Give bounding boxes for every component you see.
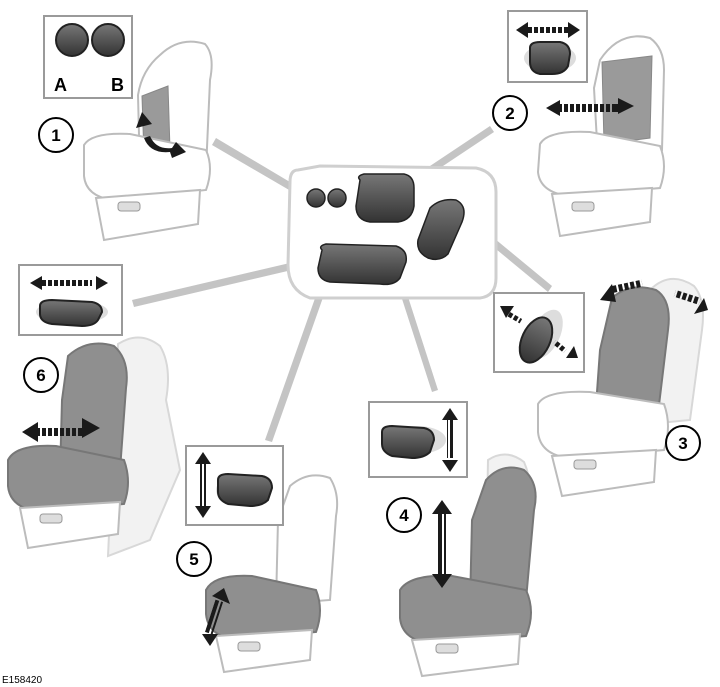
lumbar-arrow-shaft: [528, 27, 568, 33]
cushion-height-switch-inset-4: [368, 401, 468, 478]
fore-aft-switch-knob: [39, 298, 104, 328]
height-switch-knob: [381, 424, 436, 460]
seat-arrow: [546, 98, 634, 116]
lumbar-arrow-left: [516, 22, 528, 38]
callout-label-5: 5: [189, 550, 198, 569]
callout-label-3: 3: [678, 434, 687, 453]
height-arrow-down: [442, 460, 458, 472]
seat-side-switch: [571, 201, 595, 212]
height-arrow-shaft: [447, 420, 453, 458]
backrest-arrow-up: [500, 306, 514, 318]
callout-label-2: 2: [505, 104, 514, 123]
pointer-line-1: [212, 138, 300, 194]
central-control-panel: [286, 164, 498, 300]
seat-illustration-6: [7, 336, 182, 558]
seat-backrest-highlight: [468, 466, 537, 608]
backrest-arrow-up-shaft: [507, 312, 523, 324]
callout-label-1: 1: [51, 126, 60, 145]
tilt-arrow-shaft: [200, 464, 206, 506]
backrest-arrow-down: [566, 346, 578, 358]
callout-2: 2: [492, 95, 528, 131]
memory-label-b: B: [111, 75, 124, 95]
seat-base: [94, 188, 202, 242]
callouts: 1 2 3 4 5 6: [23, 95, 701, 577]
backrest-switch[interactable]: [416, 198, 465, 261]
callout-4: 4: [386, 497, 422, 533]
seat-illustration-5: [202, 474, 339, 674]
tilt-arrow-up: [195, 452, 211, 464]
memory-button-b[interactable]: [327, 188, 347, 208]
seat-backrest-highlight: [58, 342, 128, 478]
pointer-line-5: [265, 270, 332, 442]
lumbar-switch-knob: [529, 41, 572, 75]
callout-label-4: 4: [399, 506, 409, 525]
fore-aft-arrow-right: [96, 276, 108, 290]
lumbar-switch-inset: [507, 10, 588, 83]
seat-lumbar-highlight: [601, 55, 653, 145]
seat-base: [550, 186, 654, 238]
memory-button-a[interactable]: [306, 188, 326, 208]
lumbar-switch[interactable]: [355, 173, 415, 223]
seat-cushion: [537, 390, 669, 460]
callout-5: 5: [176, 541, 212, 577]
seat-base: [410, 632, 522, 678]
seat-arrow: [136, 112, 186, 158]
seat-cushion: [536, 130, 665, 198]
seat-backrest: [274, 474, 339, 606]
seat-cushion-highlight: [7, 444, 129, 514]
figure-reference-code: E158420: [2, 675, 42, 686]
seat-side-switch: [237, 641, 261, 652]
seat-side-switch: [435, 643, 459, 654]
seat-side-switch: [573, 459, 597, 470]
lumbar-arrow-right: [568, 22, 580, 38]
tilt-switch-knob: [217, 472, 274, 508]
memory-knob-a: [55, 23, 89, 57]
seat-arrow: [202, 588, 230, 646]
cushion-tilt-switch-inset-5: [185, 445, 284, 526]
callout-label-6: 6: [36, 366, 45, 385]
seat-base: [550, 448, 658, 498]
cushion-fore-aft-switch-inset-6: [18, 264, 123, 336]
seat-side-switch: [39, 513, 63, 524]
seat-arrow: [600, 279, 708, 314]
seat-arrow: [22, 418, 100, 442]
height-arrow-up: [442, 408, 458, 420]
seat-illustration-1: [83, 40, 213, 242]
callout-1: 1: [38, 117, 74, 153]
fore-aft-arrow-left: [30, 276, 42, 290]
callout-3: 3: [665, 425, 701, 461]
memory-buttons-inset: A B: [43, 15, 133, 99]
fore-aft-arrow-shaft: [42, 280, 92, 286]
pointer-line-4: [394, 272, 438, 392]
backrest-switch-inset: [493, 292, 585, 373]
cushion-switch[interactable]: [317, 243, 408, 286]
tilt-arrow-down: [195, 506, 211, 518]
seat-illustration-4: [399, 453, 537, 678]
seat-arrow: [432, 500, 452, 588]
pointer-line-6: [132, 255, 326, 307]
memory-knob-b: [91, 23, 125, 57]
seat-base: [214, 628, 314, 674]
seat-illustration-2: [536, 35, 666, 238]
backrest-arrow-down-shaft: [552, 340, 567, 353]
backrest-switch-knob: [518, 316, 554, 364]
seat-cushion-highlight: [399, 574, 532, 646]
memory-label-a: A: [54, 75, 67, 95]
seat-illustration-3: [537, 278, 708, 498]
callout-6: 6: [23, 357, 59, 393]
seat-base: [18, 500, 122, 550]
seat-side-switch: [117, 201, 141, 212]
